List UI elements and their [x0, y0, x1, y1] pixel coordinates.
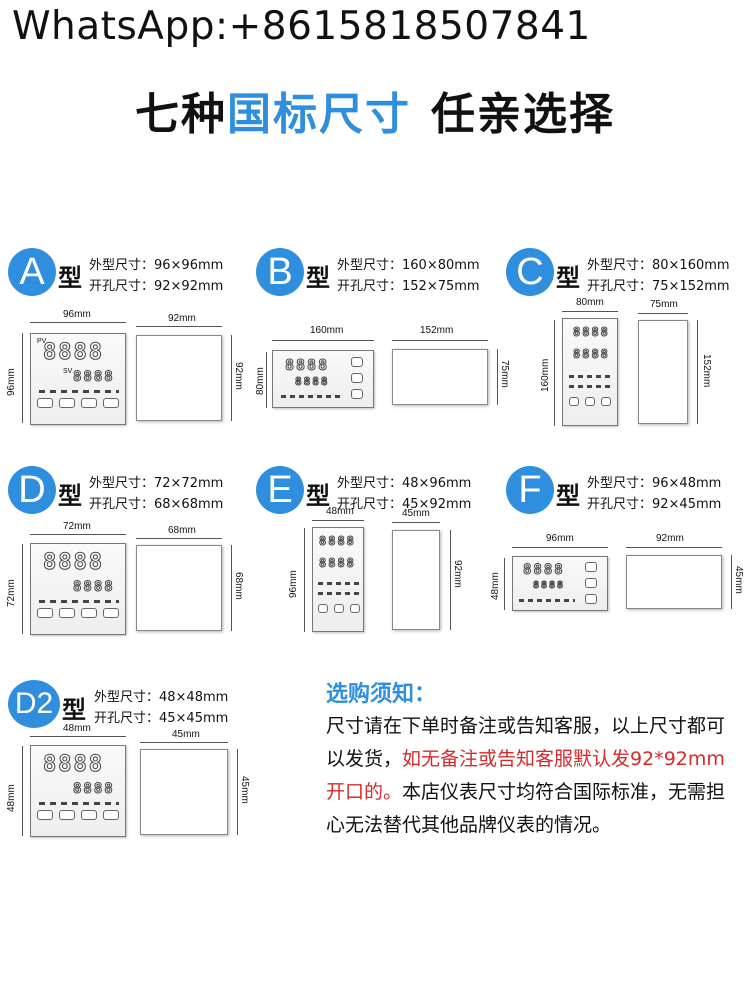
notice-text-red: 如无备注或告知客服默认发92*92mm开口的。 — [326, 748, 725, 803]
outer-size: 外型尺寸：72×72mm — [89, 476, 224, 491]
cutout-height-label: 152mm — [701, 354, 712, 388]
notice-text-2: 本店仪表尺寸均符合国际标准，无需担心无法替代其他品牌仪表的情况。 — [326, 781, 726, 836]
cutout-height-label: 45mm — [733, 566, 744, 594]
device-height-label: 48mm — [6, 784, 17, 812]
hole-size: 开孔尺寸：92×45mm — [587, 497, 722, 512]
page-title: 七种国标尺寸任亲选择 — [135, 89, 615, 140]
cutout-width-label: 45mm — [402, 508, 430, 519]
cutout-c — [638, 320, 688, 424]
notice-text-1: 尺寸请在下单时备注或告知客服，以上尺寸都可以发货， — [326, 715, 726, 770]
cutout-height-label: 92mm — [452, 560, 463, 588]
cutout-width-label: 92mm — [656, 533, 684, 544]
outer-size: 外型尺寸：160×80mm — [337, 258, 480, 273]
hole-size: 开孔尺寸：68×68mm — [89, 497, 224, 512]
hole-size: 开孔尺寸：75×152mm — [587, 279, 730, 294]
cutout-width-label: 75mm — [650, 299, 678, 310]
type-label: 型 — [306, 264, 330, 292]
outer-size: 外型尺寸：48×48mm — [94, 690, 229, 705]
badge-d2: D2 — [8, 680, 60, 728]
type-label: 型 — [58, 482, 82, 510]
device-height-label: 96mm — [288, 570, 299, 598]
outer-size: 外型尺寸：96×96mm — [89, 258, 224, 273]
badge-b: B — [256, 248, 304, 296]
device-width-label: 48mm — [63, 723, 91, 734]
device-width-label: 80mm — [576, 297, 604, 308]
cutout-height-label: 68mm — [233, 572, 244, 600]
cutout-width-label: 68mm — [168, 525, 196, 536]
badge-f: F — [506, 466, 554, 514]
type-label: 型 — [556, 264, 580, 292]
cutout-d — [136, 545, 222, 631]
notice-body: 尺寸请在下单时备注或告知客服，以上尺寸都可以发货，如无备注或告知客服默认发92*… — [326, 710, 736, 842]
device-width-label: 48mm — [326, 506, 354, 517]
hole-size: 开孔尺寸：152×75mm — [337, 279, 480, 294]
badge-a: A — [8, 248, 56, 296]
type-label: 型 — [58, 264, 82, 292]
outer-size: 外型尺寸：80×160mm — [587, 258, 730, 273]
controller-b: 8888 8888 — [272, 350, 374, 408]
purchase-notice: 选购须知： 尺寸请在下单时备注或告知客服，以上尺寸都可以发货，如无备注或告知客服… — [326, 676, 736, 842]
badge-d: D — [8, 466, 56, 514]
type-label: 型 — [306, 482, 330, 510]
device-height-label: 80mm — [255, 367, 266, 395]
badge-c: C — [506, 248, 554, 296]
cutout-height-label: 45mm — [239, 776, 250, 804]
notice-title: 选购须知： — [326, 682, 437, 707]
cutout-a — [136, 335, 222, 421]
cutout-d2 — [140, 749, 228, 835]
cutout-e — [392, 530, 440, 630]
device-height-label: 160mm — [540, 358, 551, 392]
hole-size: 开孔尺寸：45×45mm — [94, 711, 229, 726]
badge-e: E — [256, 466, 304, 514]
outer-size: 外型尺寸：48×96mm — [337, 476, 472, 491]
whatsapp-contact: WhatsApp:+8615818507841 — [12, 4, 591, 49]
outer-size: 外型尺寸：96×48mm — [587, 476, 722, 491]
cutout-b — [392, 349, 488, 405]
cutout-width-label: 45mm — [172, 729, 200, 740]
controller-a: PV 8888 SV 8888 — [30, 333, 126, 425]
device-height-label: 72mm — [6, 579, 17, 607]
cutout-width-label: 92mm — [168, 313, 196, 324]
device-height-label: 96mm — [6, 368, 17, 396]
type-label: 型 — [556, 482, 580, 510]
device-width-label: 72mm — [63, 521, 91, 532]
controller-e: 8888 8888 — [312, 527, 364, 632]
controller-d: 8888 8888 — [30, 543, 126, 635]
hole-size: 开孔尺寸：92×92mm — [89, 279, 224, 294]
device-width-label: 96mm — [63, 309, 91, 320]
cutout-height-label: 75mm — [499, 360, 510, 388]
hole-size: 开孔尺寸：45×92mm — [337, 497, 472, 512]
device-width-label: 96mm — [546, 533, 574, 544]
controller-f: 8888 8888 — [512, 556, 608, 611]
cutout-f — [626, 555, 722, 609]
controller-c: 8888 8888 — [562, 318, 618, 426]
type-label: 型 — [62, 696, 86, 724]
device-width-label: 160mm — [310, 325, 344, 336]
controller-d2: 8888 8888 — [30, 745, 126, 837]
cutout-height-label: 92mm — [233, 362, 244, 390]
cutout-width-label: 152mm — [420, 325, 454, 336]
device-height-label: 48mm — [490, 572, 501, 600]
